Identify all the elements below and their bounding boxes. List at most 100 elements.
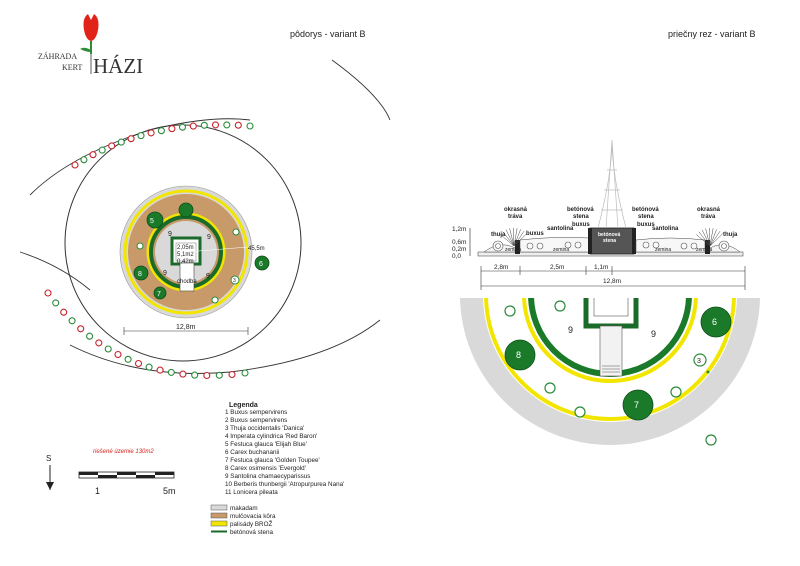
label-okrasna-r: okrasná xyxy=(697,207,721,213)
grass-sprays xyxy=(500,227,724,247)
label-zemina-l2: zemina xyxy=(553,247,569,253)
height-12: 1,2m xyxy=(452,226,466,233)
label-plant-7: 7 xyxy=(157,291,161,298)
section-dim-1: 2,8m xyxy=(494,264,508,271)
label-chodba: chodba xyxy=(177,279,197,285)
grass-blade xyxy=(509,228,515,247)
grass-blade xyxy=(701,229,711,247)
area-note: riešené územie 130m2 xyxy=(93,449,154,455)
shrub-dot xyxy=(114,350,122,359)
shrub-dot xyxy=(178,123,187,131)
scale-tick-5: 5m xyxy=(163,486,176,496)
shrub-dot xyxy=(234,121,242,129)
legend-item: 5 Festuca glauca 'Elijah Blue' xyxy=(225,441,307,448)
island-plants xyxy=(133,202,270,304)
label-betonova-l: betónová xyxy=(567,207,594,213)
shrub-dot xyxy=(200,121,208,129)
legend-item: 7 Festuca glauca 'Golden Toupee' xyxy=(225,457,320,464)
shrub-dot xyxy=(44,289,52,297)
grass-blade xyxy=(709,229,717,247)
legend-material-label: palisády BROŽ xyxy=(230,519,272,528)
label-area-ne: 9 xyxy=(207,234,211,241)
plan-diameter-dim: 12,8m xyxy=(123,324,249,335)
shrub-dot xyxy=(108,142,116,150)
section-title: priečny rez - variant B xyxy=(668,29,756,39)
detail-labels: 9 9 6 8 7 3 xyxy=(516,317,717,410)
plant-marker-7-ne xyxy=(178,202,194,218)
shrub-dot xyxy=(191,371,199,379)
legend-swatch xyxy=(210,504,228,511)
legend-item: 11 Lonicera pileata xyxy=(225,489,278,496)
shrub-dot xyxy=(167,368,175,376)
ball-shrubs xyxy=(492,240,730,252)
detail-label-9r: 9 xyxy=(651,329,656,339)
plant-marker-w xyxy=(136,242,144,250)
shrub-dot xyxy=(98,146,106,154)
shrub-dot xyxy=(228,370,236,379)
label-plant-3: 3 xyxy=(233,278,236,284)
shrub-dot xyxy=(60,308,68,316)
legend-title: Legenda xyxy=(229,402,258,409)
legend-material-label: betónová stena xyxy=(230,529,274,536)
detail-label-7: 7 xyxy=(634,400,639,410)
logo-line1: ZÁHRADA xyxy=(38,51,77,61)
section-labels: okrasná tráva thuja buxus santolina zemi… xyxy=(491,207,738,253)
grass-blade xyxy=(513,228,518,247)
grass-blade xyxy=(705,228,711,247)
shrub-dot xyxy=(104,345,112,353)
shrub-dot xyxy=(77,325,85,333)
shrub-dot xyxy=(134,359,143,368)
label-dim-205: 2,05m xyxy=(177,245,194,251)
scale-bar: S 1 5m xyxy=(46,454,176,496)
shrub-dot xyxy=(156,366,164,374)
height-02: 0,2m xyxy=(452,246,466,253)
label-plant-6: 6 xyxy=(259,261,263,268)
company-logo: ZÁHRADA KERT HÁZI xyxy=(38,14,143,78)
label-santolina-l: santolina xyxy=(547,226,574,232)
shrub-dot xyxy=(189,122,197,130)
grass-blade xyxy=(709,228,714,247)
label-santolina-r: santolina xyxy=(652,226,679,232)
label-plant-5: 5 xyxy=(150,218,154,225)
grass-blade xyxy=(513,233,528,247)
section-dim-3: 1,1m xyxy=(594,264,608,271)
legend-item: 6 Carex buchananii xyxy=(225,449,279,456)
label-trava-l: tráva xyxy=(508,214,523,220)
radius-line xyxy=(185,246,249,253)
legend-item: 10 Berberis thunbergii 'Atropurpurea Nan… xyxy=(225,481,344,488)
label-stena-l: stena xyxy=(573,214,589,220)
detail-plant-6 xyxy=(700,306,732,338)
shrub-dot xyxy=(95,339,103,347)
shrub-dot xyxy=(241,369,249,377)
label-area-se: 9 xyxy=(206,273,210,280)
label-stena-r: stena xyxy=(638,214,654,220)
section-profile xyxy=(477,139,744,257)
shrub-dot xyxy=(223,121,231,129)
legend-item: 3 Thuja occidentalis 'Danica' xyxy=(225,425,304,432)
label-area-sw: 9 xyxy=(163,270,167,277)
shrub-dot xyxy=(145,363,153,371)
shrub-dot xyxy=(147,129,155,137)
height-00: 0,0 xyxy=(452,253,461,260)
section-dims: 2,8m 2,5m 1,1m 12,8m xyxy=(480,264,746,290)
label-thuja-r: thuja xyxy=(723,232,738,238)
tower-silhouette xyxy=(597,139,627,229)
label-buxus-l: buxus xyxy=(526,231,544,237)
legend-material-label: mulčovacia kôra xyxy=(230,513,276,520)
height-06: 0,6m xyxy=(452,239,466,246)
logo-line2: KERT xyxy=(62,63,83,72)
shrub-dot xyxy=(246,122,254,130)
shrub-dot xyxy=(68,317,76,325)
label-plant-8: 8 xyxy=(138,271,142,278)
plant-marker-8 xyxy=(133,265,149,281)
grass-blade xyxy=(502,231,515,247)
shrub-dot xyxy=(215,371,223,379)
shrub-dot xyxy=(168,125,176,133)
label-betonova-r: betónová xyxy=(632,207,659,213)
legend-item: 4 Imperata cylindrica 'Red Baron' xyxy=(225,433,317,440)
section-dim-total: 12,8m xyxy=(603,278,621,285)
legend-material-label: makadam xyxy=(230,505,258,512)
plant-marker-e xyxy=(232,228,240,236)
